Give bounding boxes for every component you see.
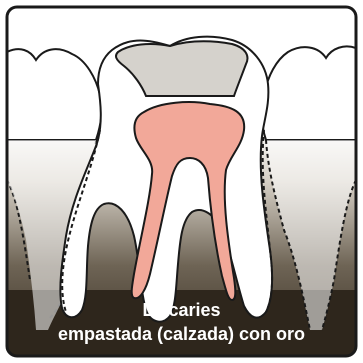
left-tooth-root-fill [7, 140, 96, 330]
right-tooth-root-fill [266, 140, 356, 330]
pulp-canals [130, 101, 246, 302]
right-tooth-root [265, 139, 356, 331]
frame-border [5, 5, 358, 358]
caption-line-1: La caries [142, 300, 221, 320]
caption-line-2: empastada (calzada) con oro [57, 324, 306, 344]
central-tooth-root-outline [61, 129, 274, 313]
gold-filling [115, 40, 249, 97]
